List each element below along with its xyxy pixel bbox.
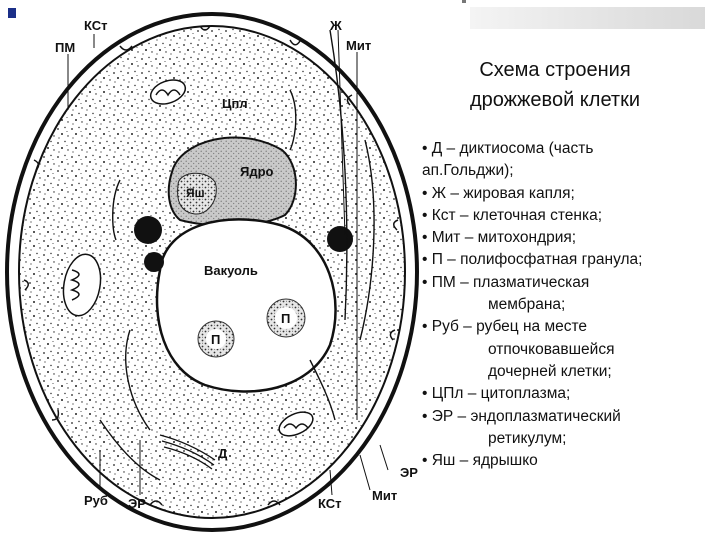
label-vakuol: Вакуоль bbox=[204, 263, 258, 278]
label-pm: ПМ bbox=[55, 40, 75, 55]
label-yash: Яш bbox=[186, 186, 205, 200]
label-p2: П bbox=[281, 311, 290, 326]
legend-item: • П – полифосфатная гранула; bbox=[422, 251, 643, 269]
fat-droplet bbox=[134, 216, 162, 244]
legend-item-cont: ап.Гольджи); bbox=[422, 162, 514, 180]
slide-header-bar bbox=[470, 7, 705, 29]
fat-droplet bbox=[327, 226, 353, 252]
slide-corner-mark bbox=[8, 8, 16, 18]
legend-item: • Яш – ядрышко bbox=[422, 452, 538, 470]
label-zh: Ж bbox=[329, 18, 342, 33]
label-p1: П bbox=[211, 332, 220, 347]
slide-top-dot bbox=[462, 0, 466, 3]
title-line-2: дрожжевой клетки bbox=[469, 89, 640, 111]
legend-item: • ЦПл – цитоплазма; bbox=[422, 385, 571, 403]
dictyosome bbox=[159, 434, 216, 470]
label-kst-bottom: КСт bbox=[318, 496, 342, 511]
leader-lines bbox=[67, 29, 389, 496]
vacuole bbox=[155, 218, 337, 393]
legend-item-cont: ретикулум; bbox=[488, 429, 567, 447]
title-line-1: Схема строения bbox=[479, 59, 631, 81]
legend-item: • Мит – митохондрия; bbox=[422, 229, 577, 247]
legend-item: • Кст – клеточная стенка; bbox=[422, 206, 603, 224]
legend-item-cont: мембрана; bbox=[488, 296, 566, 314]
mitochondria bbox=[62, 79, 314, 437]
label-cpl: Цпл bbox=[222, 96, 248, 111]
label-mit-top: Мит bbox=[346, 38, 371, 53]
fat-droplet bbox=[144, 252, 164, 272]
label-mit-bottom: Мит bbox=[372, 488, 397, 503]
legend-item-cont: отпочковавшейся дочерней клетки; bbox=[488, 340, 615, 380]
endoplasmic-reticulum bbox=[99, 29, 375, 481]
membrane-invaginations bbox=[23, 25, 399, 506]
legend-item: • Ж – жировая капля; bbox=[422, 184, 575, 202]
label-rub: Руб bbox=[84, 493, 108, 508]
slide-title: Схема строения дрожжевой клетки bbox=[420, 55, 690, 115]
label-yadro: Ядро bbox=[240, 164, 274, 179]
nucleolus bbox=[177, 172, 217, 215]
label-er-bottom: ЭР bbox=[128, 496, 146, 511]
label-er-right: ЭР bbox=[400, 465, 418, 480]
label-d: Д bbox=[218, 446, 228, 461]
label-kst-top: КСт bbox=[84, 18, 108, 33]
